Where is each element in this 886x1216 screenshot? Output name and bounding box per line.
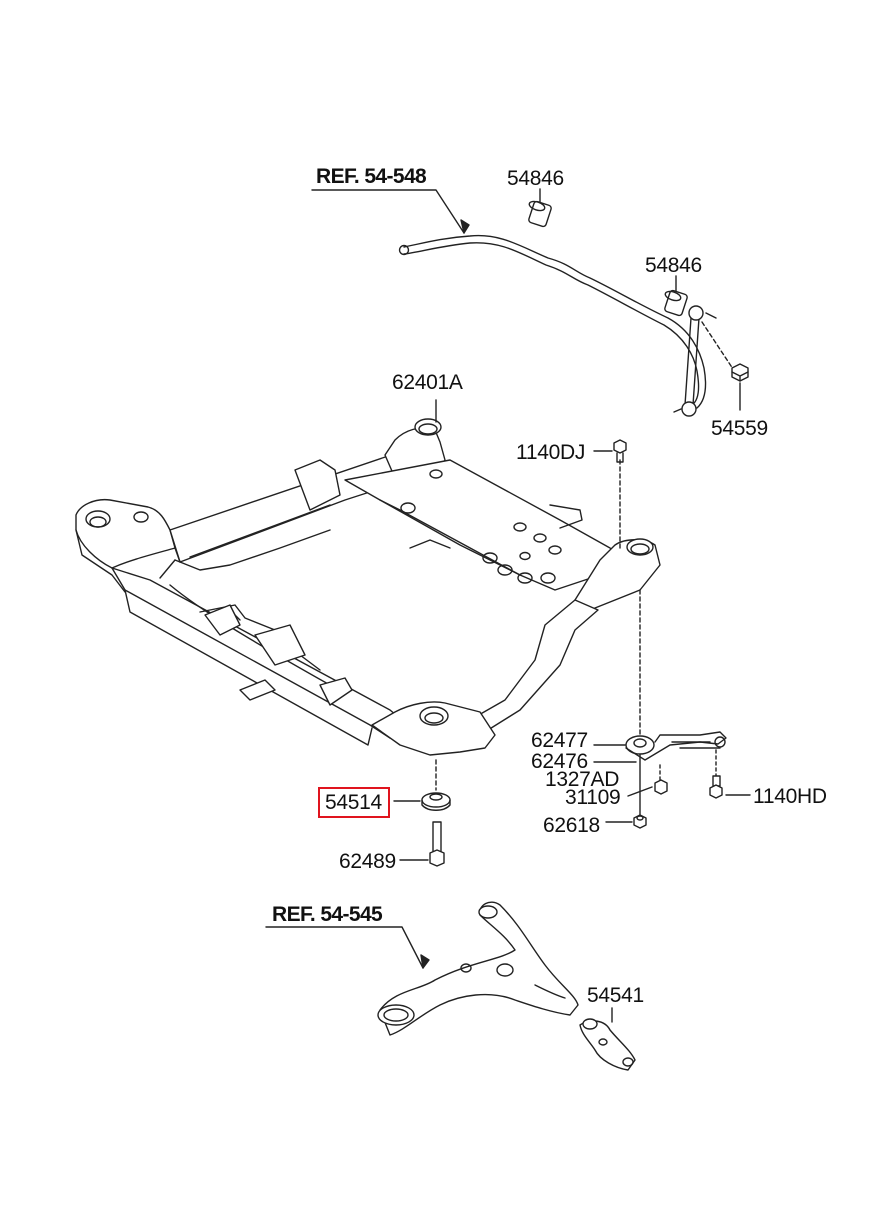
bushing-54846-upper <box>528 200 552 228</box>
label-62489[interactable]: 62489 <box>339 850 396 873</box>
washer-54514 <box>421 792 451 811</box>
nut-54559 <box>731 363 749 382</box>
bolt-62489 <box>429 821 445 867</box>
label-54846-upper[interactable]: 54846 <box>507 167 564 190</box>
bolt-1140DJ <box>613 439 627 463</box>
ref-545-arrow <box>420 954 430 969</box>
label-1140DJ[interactable]: 1140DJ <box>516 441 586 464</box>
label-62476[interactable]: 62476 <box>531 750 588 773</box>
label-1327AD[interactable]: 1327AD <box>545 768 620 791</box>
label-54514-highlighted[interactable]: 54514 <box>318 787 390 818</box>
bushing-54846-lower <box>664 289 688 317</box>
lower-control-arm <box>377 901 579 1036</box>
label-62618[interactable]: 62618 <box>543 814 600 837</box>
label-54846-lower[interactable]: 54846 <box>645 254 702 277</box>
label-54559[interactable]: 54559 <box>711 417 768 440</box>
label-54541[interactable]: 54541 <box>587 984 644 1007</box>
label-31109[interactable]: 31109 <box>565 786 621 809</box>
label-ref-54-548[interactable]: REF. 54-548 <box>316 165 427 188</box>
ball-joint-54541 <box>579 1018 636 1071</box>
leader-31109 <box>627 786 653 797</box>
stabilizer-bar <box>398 234 707 409</box>
label-ref-54-545[interactable]: REF. 54-545 <box>272 903 383 926</box>
ref-545-leader <box>265 926 424 969</box>
bolt-1140HD <box>709 775 723 799</box>
label-62477[interactable]: 62477 <box>531 729 588 752</box>
ref-548-leader <box>311 189 465 234</box>
crossmember <box>75 418 661 756</box>
stabilizer-link <box>673 305 736 417</box>
bracket-62477 <box>625 731 727 761</box>
nut-62618 <box>633 814 647 829</box>
nut-31109 <box>654 779 668 795</box>
ref-548-arrow <box>460 219 470 234</box>
label-62401A[interactable]: 62401A <box>392 371 463 394</box>
label-1140HD[interactable]: 1140HD <box>753 785 827 808</box>
